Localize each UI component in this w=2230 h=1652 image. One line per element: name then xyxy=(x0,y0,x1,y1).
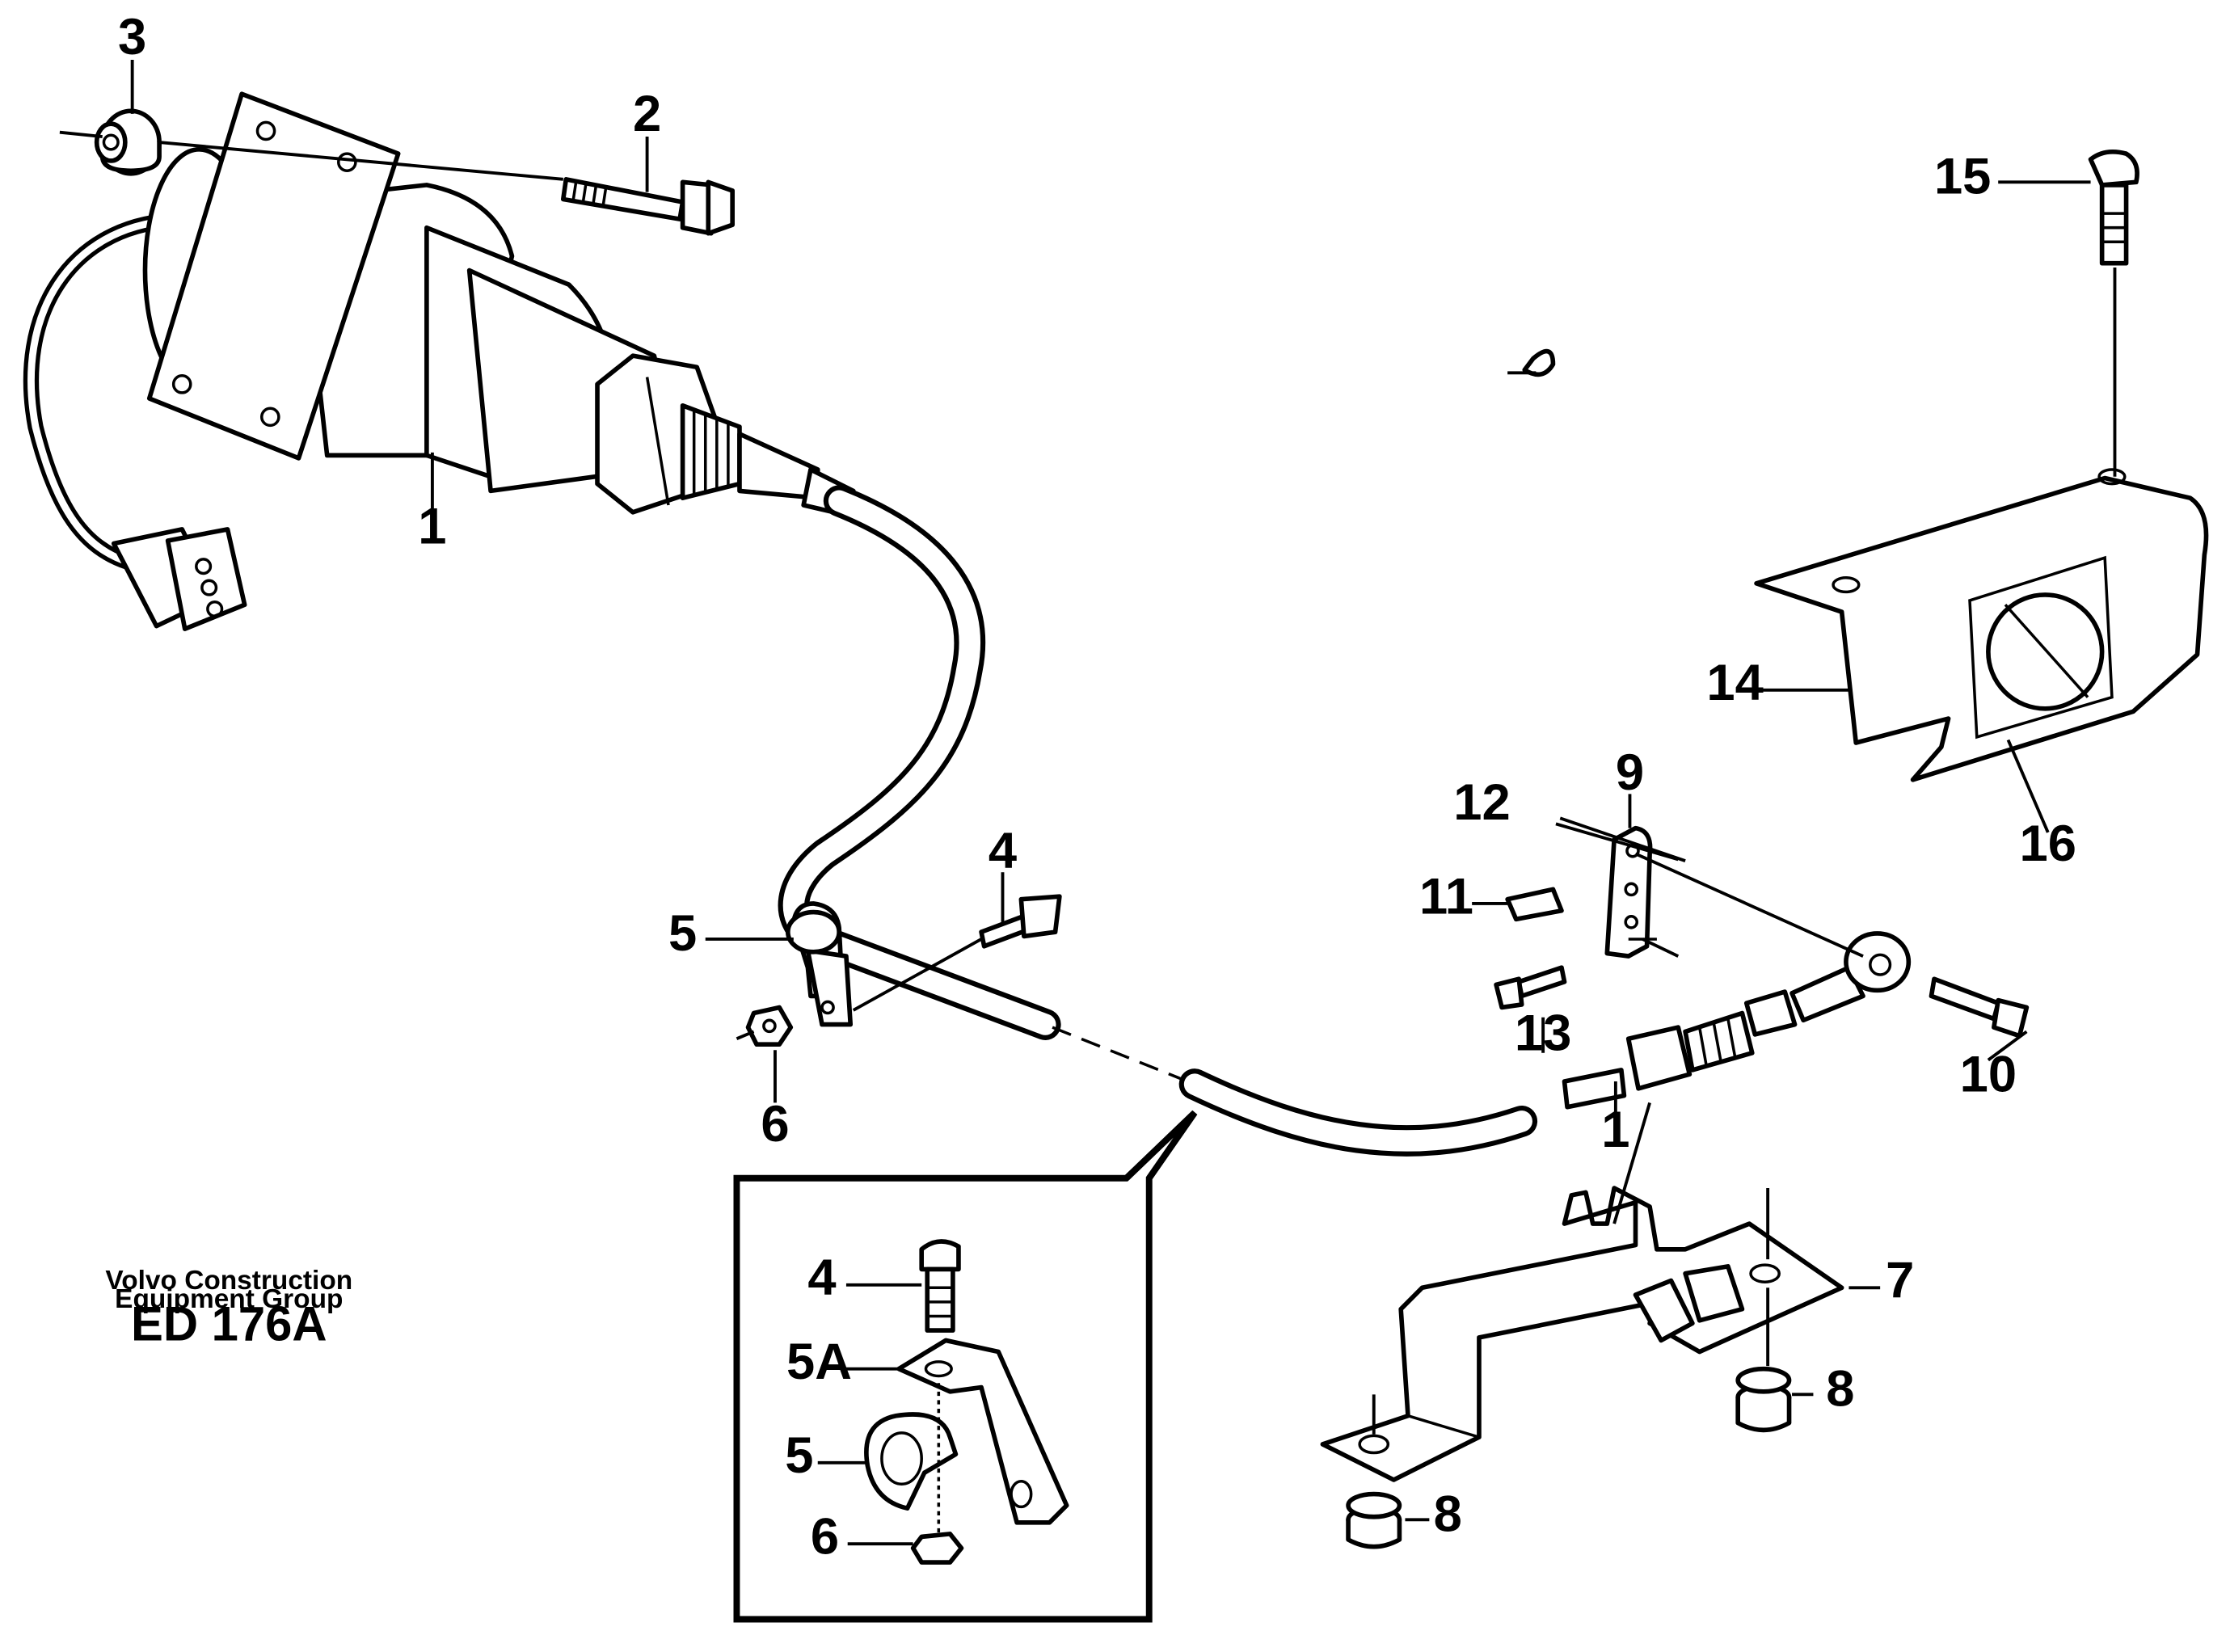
footer: Volvo Construction Equipment Group ED 17… xyxy=(105,1266,352,1351)
drawing-code: ED 176A xyxy=(131,1296,327,1351)
callout-15: 15 xyxy=(1934,148,1991,204)
detail-callout-4: 4 xyxy=(807,1250,836,1306)
callout-16: 16 xyxy=(2020,815,2076,872)
callout-1: 1 xyxy=(418,499,446,555)
pin-icon xyxy=(1505,887,1564,922)
spacer-icon xyxy=(94,108,162,176)
company-line-1: Volvo Construction xyxy=(105,1266,352,1296)
callout-14: 14 xyxy=(1706,655,1763,711)
callout-3: 3 xyxy=(118,9,146,65)
heat-shield-icon xyxy=(1754,468,2209,782)
solenoid-icon xyxy=(23,91,856,631)
callout-6: 6 xyxy=(761,1096,789,1153)
callouts: 3 2 1 15 14 16 9 12 11 13 10 4 5 6 1 7 8… xyxy=(118,9,2076,1566)
bolt-icon xyxy=(560,177,735,236)
callout-5: 5 xyxy=(668,905,697,962)
bolt-icon xyxy=(2088,150,2139,266)
clip-icon xyxy=(1522,348,1556,377)
callout-8-lower: 8 xyxy=(1434,1486,1462,1542)
clamp-icon xyxy=(785,901,854,1027)
company-line-2: Equipment Group xyxy=(115,1284,343,1314)
callout-11: 11 xyxy=(1419,868,1473,925)
cable-icon xyxy=(778,485,1912,1157)
connector-icon xyxy=(111,527,247,631)
bolt-icon xyxy=(979,894,1062,949)
bracket-icon xyxy=(1320,1186,1844,1482)
detail-view xyxy=(733,1110,1198,1623)
callout-4: 4 xyxy=(989,823,1017,879)
callout-9: 9 xyxy=(1616,744,1644,801)
bolt-icon xyxy=(1929,976,2030,1039)
detail-callout-5a: 5A xyxy=(786,1334,852,1390)
leader-lines xyxy=(59,59,2117,1546)
detail-callout-5: 5 xyxy=(785,1427,813,1484)
bolt-icon xyxy=(1494,965,1567,1010)
detail-callout-6: 6 xyxy=(811,1509,839,1566)
spacer-icon xyxy=(1735,1366,1792,1433)
spacer-icon xyxy=(1346,1491,1402,1549)
callout-7: 7 xyxy=(1886,1253,1914,1309)
callout-1-cable: 1 xyxy=(1601,1102,1629,1158)
callout-12: 12 xyxy=(1453,774,1510,831)
callout-2: 2 xyxy=(633,86,661,142)
nut-icon xyxy=(745,1005,794,1047)
callout-13: 13 xyxy=(1515,1005,1571,1061)
callout-8: 8 xyxy=(1826,1360,1854,1417)
lever-icon xyxy=(1604,825,1657,959)
callout-10: 10 xyxy=(1960,1046,2017,1102)
